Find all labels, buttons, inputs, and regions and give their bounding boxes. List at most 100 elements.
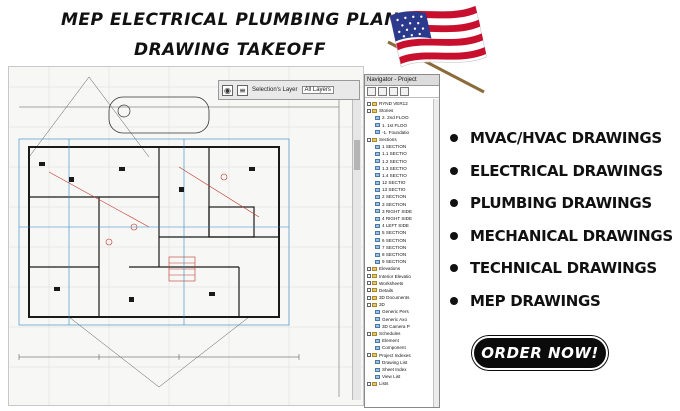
folder-icon xyxy=(372,266,377,271)
folder-icon xyxy=(372,295,377,300)
tree-item[interactable]: Sheet Index xyxy=(366,366,439,373)
view-icon xyxy=(375,338,380,343)
tree-item[interactable]: 3D Camera P xyxy=(366,323,439,330)
folder-icon xyxy=(372,101,377,106)
publisher-icon[interactable] xyxy=(400,87,409,96)
tree-item-label: 3D xyxy=(379,302,385,308)
canvas-scrollbar[interactable] xyxy=(352,100,361,400)
expand-toggle-icon[interactable]: - xyxy=(367,302,371,308)
tree-item[interactable]: View List xyxy=(366,373,439,380)
expand-toggle-icon[interactable]: - xyxy=(367,274,371,280)
tree-item[interactable]: 5 SECTION xyxy=(366,229,439,236)
tree-item-label: 1.2 SECTIO xyxy=(382,158,407,164)
tree-item-label: 4 LEFT SIDE xyxy=(382,223,409,229)
tree-item[interactable]: 7 SECTION xyxy=(366,244,439,251)
tree-item[interactable]: 3 SECTION xyxy=(366,201,439,208)
service-label: MEP DRAWINGS xyxy=(470,291,601,310)
tree-item-label: Stories xyxy=(379,108,394,114)
view-map-icon[interactable] xyxy=(378,87,387,96)
tree-item[interactable]: 1 SECTION xyxy=(366,143,439,150)
tree-item[interactable]: -Details xyxy=(366,287,439,294)
layers-icon[interactable]: ≡ xyxy=(237,84,248,96)
expand-toggle-icon[interactable]: - xyxy=(367,101,371,107)
tree-item[interactable]: -Project Indexes xyxy=(366,352,439,359)
tree-item[interactable]: 9 SECTION xyxy=(366,258,439,265)
tree-item[interactable]: -Lists xyxy=(366,380,439,387)
floor-plan-canvas[interactable] xyxy=(8,66,364,406)
tree-item[interactable]: 1.2 SECTIO xyxy=(366,158,439,165)
tree-item[interactable]: 1.4 SECTIO xyxy=(366,172,439,179)
view-icon xyxy=(375,173,380,178)
navigator-toolbar[interactable] xyxy=(365,86,439,98)
tree-item[interactable]: - Interior Elevatio xyxy=(366,273,439,280)
tree-item[interactable]: 1.3 SECTIO xyxy=(366,165,439,172)
list-item: TECHNICAL DRAWINGS xyxy=(450,252,680,285)
project-map-icon[interactable] xyxy=(367,87,376,96)
expand-toggle-icon[interactable]: - xyxy=(367,108,371,114)
tree-item-label: Interior Elevatio xyxy=(379,273,411,279)
view-icon xyxy=(375,180,380,185)
eye-icon[interactable]: ◉ xyxy=(222,84,233,96)
expand-toggle-icon[interactable]: - xyxy=(367,381,371,387)
view-icon xyxy=(375,374,380,379)
tree-item-label: 9 SECTION xyxy=(382,259,407,265)
tree-item[interactable]: 3 RIGHT SIDE xyxy=(366,208,439,215)
tree-item[interactable]: 12 SECTIO xyxy=(366,179,439,186)
tree-item[interactable]: -Sections xyxy=(366,136,439,143)
tree-item[interactable]: 2 SECTION xyxy=(366,193,439,200)
bullet-icon xyxy=(450,264,458,273)
layout-book-icon[interactable] xyxy=(389,87,398,96)
view-icon xyxy=(375,166,380,171)
tree-item-label: Sheet Index xyxy=(382,366,407,372)
tree-item-label: 1 SECTION xyxy=(382,144,407,150)
us-flag-icon xyxy=(387,5,487,94)
cad-view-toolbar[interactable]: ◉ ≡ Selection's Layer All Layers xyxy=(218,80,360,100)
title-line-1: MEP ELECTRICAL PLUMBING PLAN xyxy=(61,10,399,30)
expand-toggle-icon[interactable]: - xyxy=(367,331,371,337)
view-icon xyxy=(375,115,380,120)
tree-item[interactable]: -3D Documents xyxy=(366,294,439,301)
expand-toggle-icon[interactable]: - xyxy=(367,353,371,359)
tree-item[interactable]: Drawing List xyxy=(366,359,439,366)
tree-item[interactable]: -Schedules xyxy=(366,330,439,337)
tree-item[interactable]: Generic Axo xyxy=(366,316,439,323)
tree-item[interactable]: -RYND VER12 xyxy=(366,100,439,107)
tree-item[interactable]: 8 SECTION xyxy=(366,251,439,258)
view-icon xyxy=(375,159,380,164)
expand-toggle-icon[interactable]: - xyxy=(367,137,371,143)
tree-item-label: 12 SECTIO xyxy=(382,180,406,186)
tree-item[interactable]: Element xyxy=(366,337,439,344)
tree-item[interactable]: 1.1 SECTIO xyxy=(366,150,439,157)
view-icon xyxy=(375,245,380,250)
tree-item[interactable]: -1. Foundatio xyxy=(366,129,439,136)
expand-toggle-icon[interactable]: - xyxy=(367,281,371,287)
layer-select[interactable]: All Layers xyxy=(301,86,334,94)
tree-item[interactable]: -Elevations xyxy=(366,265,439,272)
tree-item[interactable]: 13 SECTIO xyxy=(366,186,439,193)
tree-item[interactable]: Component xyxy=(366,344,439,351)
service-label: ELECTRICAL DRAWINGS xyxy=(470,161,663,180)
expand-toggle-icon[interactable]: - xyxy=(367,266,371,272)
tree-item[interactable]: 4 LEFT SIDE xyxy=(366,222,439,229)
tree-item-label: 6 SECTION xyxy=(382,237,407,243)
tree-item[interactable]: 6 SECTION xyxy=(366,237,439,244)
service-label: MECHANICAL DRAWINGS xyxy=(470,226,673,245)
tree-item[interactable]: - Stories xyxy=(366,107,439,114)
scrollbar-thumb[interactable] xyxy=(354,140,360,170)
tree-item-label: Worksheets xyxy=(379,280,404,286)
tree-item[interactable]: 2. 2nd FLOO xyxy=(366,114,439,121)
tree-item[interactable]: - Worksheets xyxy=(366,280,439,287)
expand-toggle-icon[interactable]: - xyxy=(367,288,371,294)
view-icon xyxy=(375,317,380,322)
tree-item[interactable]: - 3D xyxy=(366,301,439,308)
tree-item-label: 8 SECTION xyxy=(382,251,407,257)
order-now-button[interactable]: ORDER NOW! xyxy=(472,336,608,370)
tree-item[interactable]: 4 RIGHT SIDE xyxy=(366,215,439,222)
navigator-scrollbar[interactable] xyxy=(433,99,439,407)
expand-toggle-icon[interactable]: - xyxy=(367,295,371,301)
tree-item[interactable]: 1. 1st FLOO xyxy=(366,122,439,129)
view-icon xyxy=(375,345,380,350)
tree-item[interactable]: Generic Pers xyxy=(366,308,439,315)
